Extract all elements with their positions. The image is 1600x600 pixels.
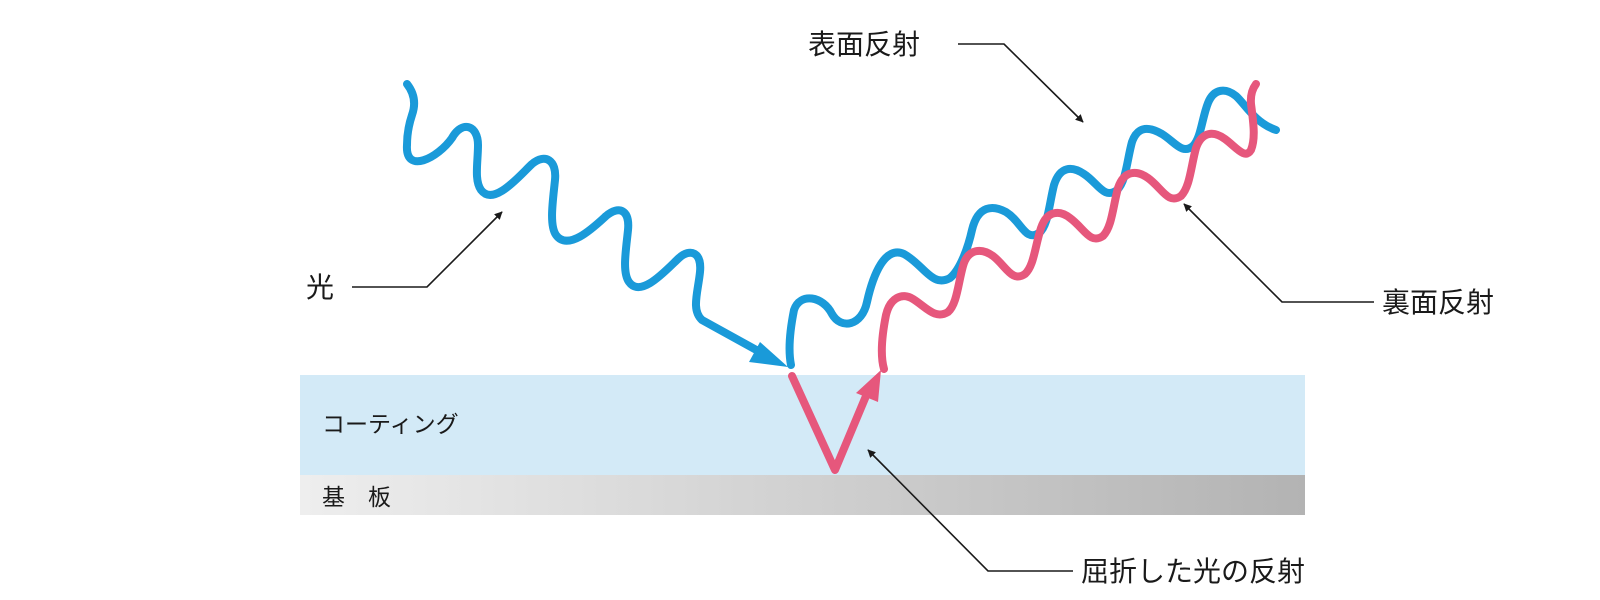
incident-light-wave bbox=[402, 80, 764, 356]
substrate-layer bbox=[300, 475, 1305, 515]
refracted-ray bbox=[788, 372, 870, 474]
back-reflection-leader-line bbox=[1183, 203, 1374, 303]
surface-reflection-leader-line bbox=[958, 43, 1084, 123]
incident-light-arrowhead bbox=[749, 342, 788, 367]
light-leader-line bbox=[352, 211, 503, 288]
back-reflection-label: 裏面反射 bbox=[1382, 286, 1494, 319]
back-reflection-wave bbox=[877, 80, 1260, 373]
substrate-label: 基 板 bbox=[322, 485, 391, 511]
light-label: 光 bbox=[306, 271, 334, 304]
refracted-ray-arrowhead bbox=[856, 370, 881, 402]
surface-reflection-label: 表面反射 bbox=[808, 28, 920, 61]
coating-label: コーティング bbox=[322, 412, 459, 438]
refracted-reflection-label: 屈折した光の反射 bbox=[1081, 555, 1305, 588]
surface-reflection-wave bbox=[785, 86, 1280, 369]
refracted-reflection-leader-line bbox=[867, 449, 1073, 572]
